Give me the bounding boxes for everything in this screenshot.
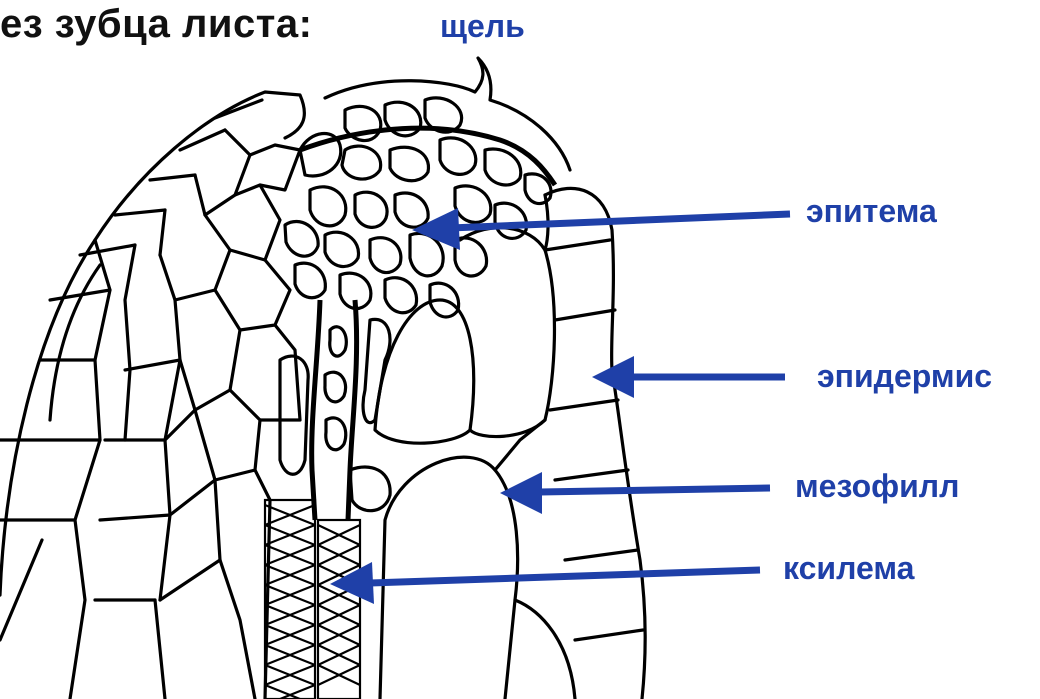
outer-epidermis-cells [0, 92, 304, 699]
label-epidermis: эпидермис [817, 358, 992, 395]
epidermis-cells-right [545, 188, 645, 699]
label-epithem: эпитема [806, 193, 937, 230]
arrow-epithem [412, 208, 790, 250]
vascular-strand [280, 300, 390, 520]
arrow-xylem [330, 562, 760, 604]
epithem-cells [285, 98, 555, 317]
label-mesophyll: мезофилл [795, 468, 959, 505]
mesophyll-cells-right [375, 228, 575, 699]
label-xylem: ксилема [783, 550, 914, 587]
slit-outline [325, 58, 570, 170]
label-slit: щель [440, 8, 525, 45]
xylem-vessels [265, 500, 360, 699]
mesophyll-cells-left [160, 260, 300, 699]
arrow-mesophyll [500, 472, 770, 514]
arrow-epidermis [592, 356, 785, 398]
